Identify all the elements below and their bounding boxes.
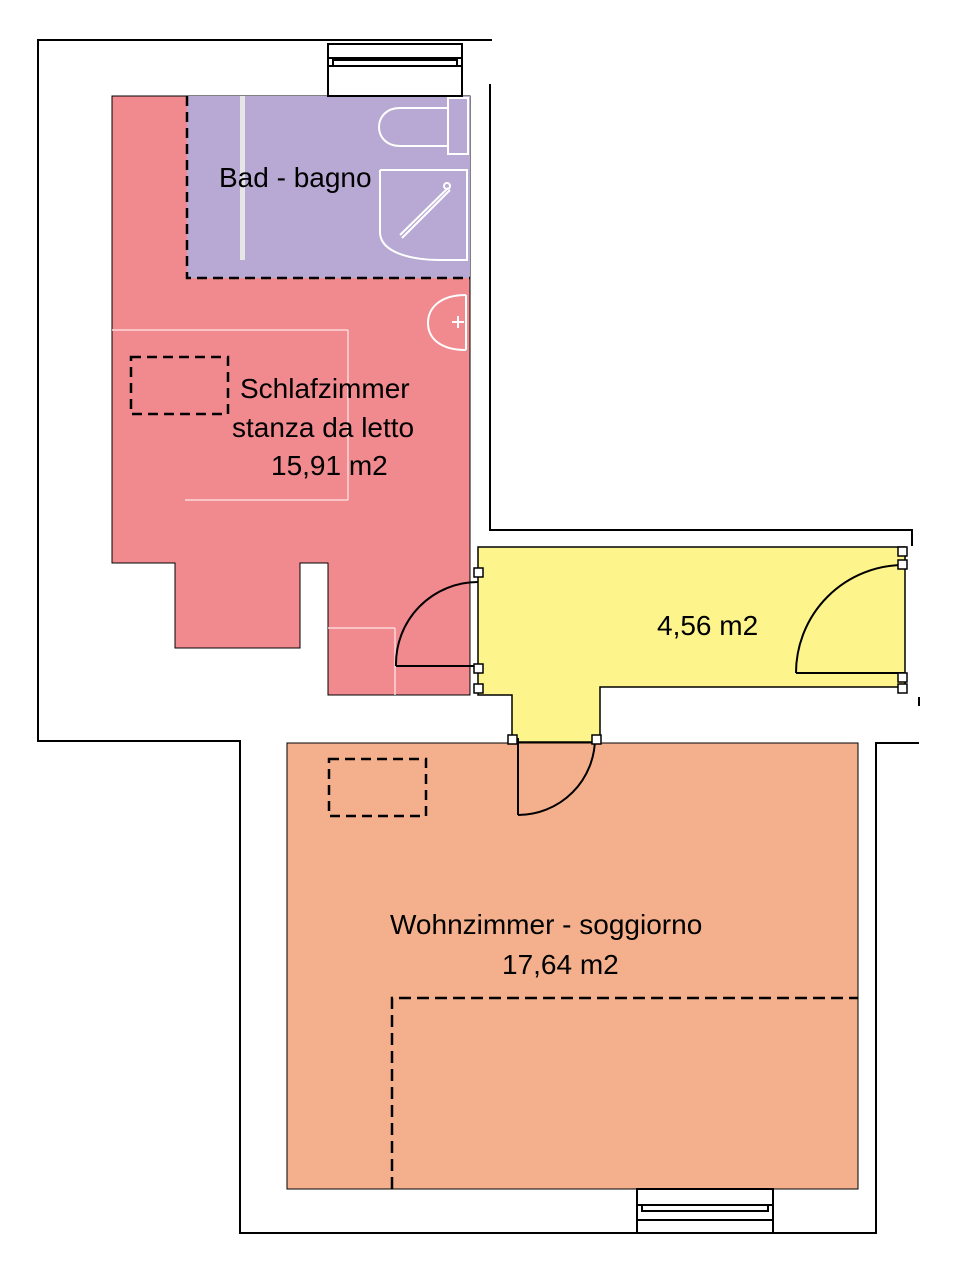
living-door-icon (517, 737, 596, 816)
bottom-window-icon (636, 1188, 774, 1234)
entrance-door-icon (795, 564, 905, 674)
bedroom-cabinet-outline (129, 355, 230, 416)
curtain-rail-icon (240, 96, 245, 260)
outer-wall-left (37, 39, 637, 1234)
bathroom-dashed-border (185, 96, 470, 280)
living-dashed-zone (390, 996, 858, 1189)
shower-icon (379, 169, 468, 261)
door-posts (473, 546, 908, 745)
bathroom-label: Bad - bagno (219, 162, 372, 193)
outer-wall-bottom-right (773, 742, 919, 1234)
living-area: 17,64 m2 (502, 949, 619, 980)
bathroom-room (187, 96, 470, 278)
sink-icon (426, 294, 467, 351)
living-room (286, 742, 859, 1190)
bedroom-label-it: stanza da letto (232, 412, 414, 443)
bedroom-faint-lines (112, 329, 396, 695)
living-cabinet-outline (327, 757, 428, 818)
living-label: Wohnzimmer - soggiorno (390, 909, 702, 940)
bedroom-area: 15,91 m2 (271, 450, 388, 481)
hallway-room (477, 546, 906, 743)
toilet-icon (378, 97, 469, 155)
inner-wall-line (489, 84, 913, 546)
walls (37, 39, 920, 1234)
bedroom-label-de: Schlafzimmer (240, 373, 410, 404)
hallway-area: 4,56 m2 (657, 610, 758, 641)
bedroom-door-icon (394, 581, 479, 667)
top-window-icon (327, 43, 463, 97)
